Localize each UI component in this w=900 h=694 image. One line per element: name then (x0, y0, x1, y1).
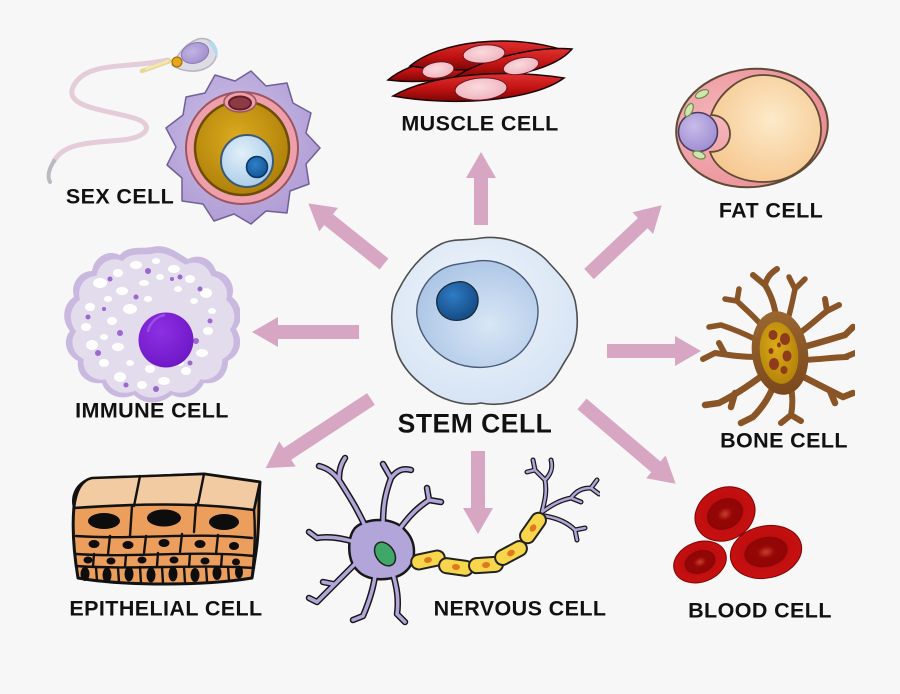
sperm-acrosome (207, 41, 218, 58)
axon-terminals (525, 458, 600, 542)
red-blood-cell (729, 524, 803, 580)
immune-cell-nucleus-highlight (146, 313, 166, 333)
arrow-stem-to-immune-icon (252, 317, 359, 347)
axon-myelin-sheath (410, 511, 547, 577)
muscle-cell-illustration (386, 40, 574, 103)
blood-cell-label: BLOOD CELL (688, 598, 832, 623)
sperm-nucleus (180, 42, 210, 64)
arrow-stem-to-bone-icon (607, 336, 701, 366)
neuron-dendrites (307, 456, 443, 624)
sperm-icon (46, 37, 218, 184)
fat-cell-mitochondria (684, 89, 710, 160)
immune-cell-nucleus (138, 312, 194, 368)
stem-cell-label: STEM CELL (397, 408, 553, 439)
neuron-nucleus (373, 541, 397, 567)
nervous-cell-illustration (305, 454, 600, 626)
bone-cell-processes (700, 266, 855, 427)
epithelial-cell-borders (74, 472, 257, 585)
bone-cell-inclusions (768, 330, 792, 374)
arrow-stem-to-sex-icon (308, 203, 389, 270)
epithelial-top-layer (72, 472, 262, 512)
sperm-tail (51, 57, 171, 164)
immune-cell-illustration (64, 246, 240, 403)
epithelial-cell-label: EPITHELIAL CELL (69, 596, 263, 621)
red-blood-cell (694, 486, 756, 542)
arrow-stem-to-epithelial-icon (265, 393, 375, 469)
arrow-stem-to-blood-icon (577, 398, 676, 484)
fat-cell-illustration (675, 67, 829, 189)
sperm-centriole (171, 56, 183, 68)
fat-cell-label: FAT CELL (718, 198, 824, 223)
epithelial-cell-illustration (71, 472, 262, 586)
sperm-tail-tip (46, 159, 56, 184)
red-blood-cell (673, 540, 727, 584)
stem-cell-illustration (390, 236, 579, 406)
arrow-stem-to-fat-icon (584, 205, 662, 280)
bone-cell-illustration (700, 266, 855, 427)
sex-cell-illustration (46, 37, 321, 225)
immune-cell-granules (85, 268, 213, 392)
blood-cell-illustration (673, 486, 803, 584)
bone-cell-label: BONE CELL (720, 428, 848, 453)
egg-nucleolus (245, 155, 269, 179)
stem-cell-nucleus (436, 281, 479, 322)
muscle-cell-label: MUSCLE CELL (401, 111, 559, 136)
nervous-cell-label: NERVOUS CELL (433, 596, 607, 621)
egg-polar-body (228, 95, 252, 111)
immune-cell-label: IMMUNE CELL (75, 398, 229, 423)
fat-cell-nucleus (677, 111, 719, 153)
arrow-stem-to-muscle-icon (466, 152, 496, 225)
arrow-stem-to-nervous-icon (463, 451, 493, 534)
epithelial-nuclei (80, 509, 243, 583)
fat-cell-lipid-droplet (708, 74, 822, 183)
egg-icon (165, 70, 321, 225)
sex-cell-label: SEX CELL (65, 184, 175, 209)
